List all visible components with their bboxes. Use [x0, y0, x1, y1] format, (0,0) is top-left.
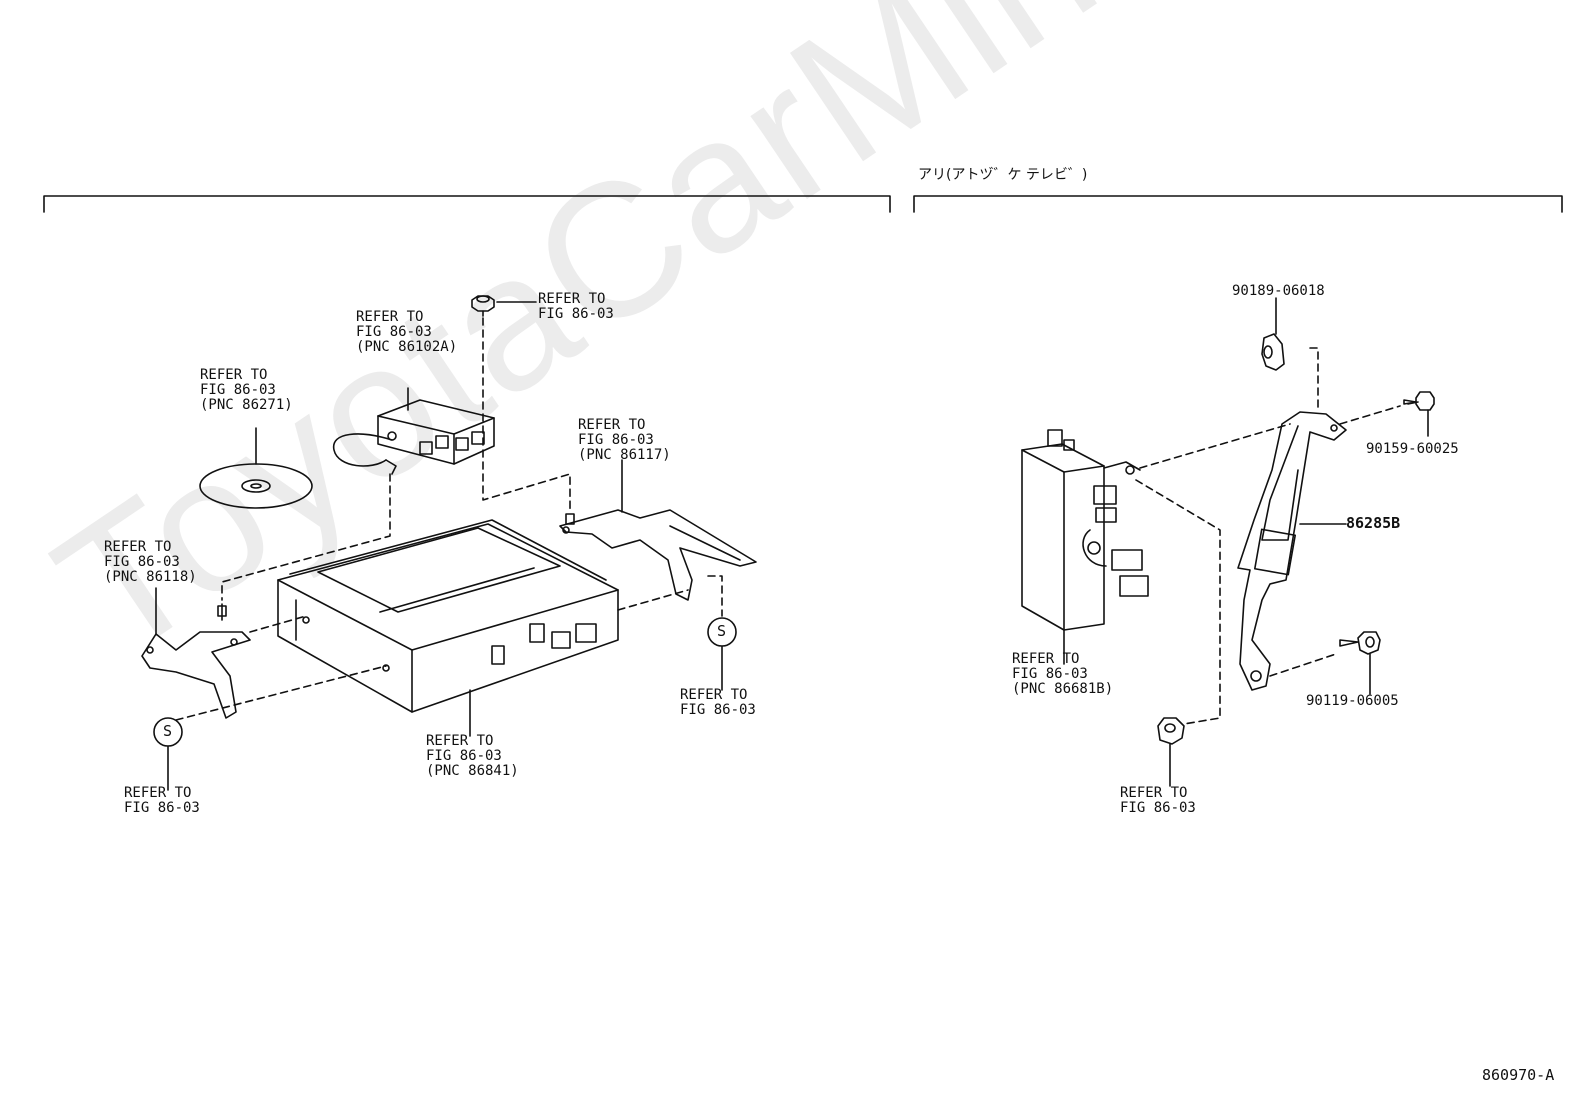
tv-unit-box-icon	[1021, 429, 1149, 631]
dash-bolt-top	[1339, 405, 1401, 425]
section-bracket-right	[913, 195, 1563, 213]
part-number-90159-60025: 90159-60025	[1366, 441, 1459, 457]
dash-top-nut	[482, 317, 571, 513]
main-unit-box-icon	[277, 519, 619, 713]
dash-tv-to-bracket	[1139, 423, 1291, 469]
dash-left-bracket-bottom	[175, 665, 387, 721]
dash-clip	[1309, 347, 1319, 409]
dash-bolt-bottom	[1269, 653, 1337, 677]
left-bracket-icon	[141, 603, 251, 719]
s-symbol-right: S	[717, 622, 727, 640]
s-symbol-left-icon	[153, 717, 183, 747]
dash-left-bracket-top	[249, 615, 307, 633]
dash-right-bracket	[617, 589, 689, 611]
bolt-90159-icon	[1403, 391, 1435, 411]
part-number-90119-06005: 90119-06005	[1306, 693, 1399, 709]
top-nut-icon	[471, 295, 495, 317]
s-symbol-right-icon	[707, 617, 737, 647]
part-number-86285b: 86285B	[1346, 514, 1401, 532]
figure-code: 860970-A	[1482, 1066, 1555, 1084]
part-number-90189-06018: 90189-06018	[1232, 283, 1325, 299]
bottom-nut-icon	[1157, 717, 1185, 745]
right-bracket-icon	[559, 509, 757, 601]
dash-s-right	[707, 575, 723, 617]
bracket-86285b-icon	[1237, 411, 1347, 691]
amplifier-box-icon	[332, 399, 495, 475]
disc-icon	[199, 463, 313, 509]
bolt-90119-icon	[1339, 631, 1381, 655]
clip-icon	[1261, 333, 1285, 371]
section-right-title: アリ(アトヅ゛ケ テレビ゛)	[918, 167, 1088, 183]
dash-tv-to-nut	[1135, 479, 1221, 725]
section-bracket-left	[43, 195, 891, 213]
dash-amp	[221, 473, 391, 601]
s-symbol-left: S	[163, 722, 173, 740]
